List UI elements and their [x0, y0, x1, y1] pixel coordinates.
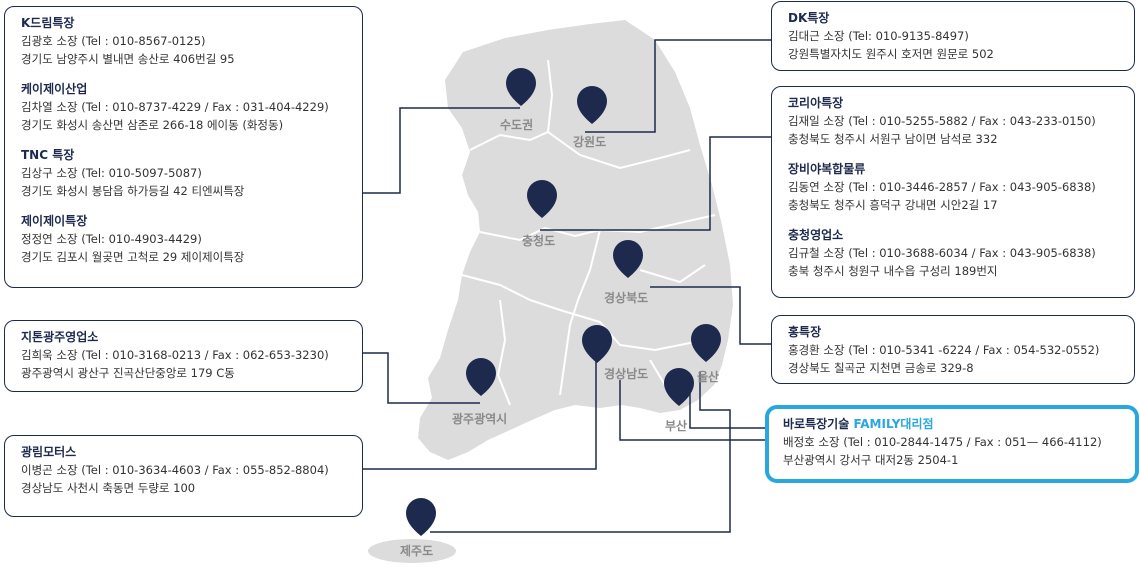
- region-label-gyeongnam: 경상남도: [604, 367, 649, 381]
- dealer-name: 장비야복합물류: [788, 162, 866, 176]
- region-label-jeju: 제주도: [400, 544, 434, 558]
- dealer-address: 광주광역시 광산구 진곡산단중앙로 179 C동: [21, 366, 235, 380]
- pin-icon: [577, 86, 607, 124]
- dealer-contact: 배정호 소장 (Tel : 010-2844-1475 / Fax : 051—…: [783, 435, 1102, 449]
- dealer-name: DK특장: [788, 11, 830, 25]
- dealer-card-gangwon: DK특장 김대근 소장 (Tel: 010-9135-8497) 강원특별자치도…: [771, 1, 1135, 71]
- dealer-name: 바로특장기술 FAMILY대리점: [783, 416, 1123, 433]
- dealer-contact: 김희욱 소장 (Tel : 010-3168-0213 / Fax : 062-…: [21, 348, 329, 362]
- dealer-address: 충북 청주시 청원구 내수읍 구성리 189번지: [788, 264, 998, 278]
- dealer-card-gyeongnam: 광림모터스 이병곤 소장 (Tel : 010-3634-4603 / Fax …: [4, 435, 363, 517]
- dealer-contact: 이병곤 소장 (Tel : 010-3634-4603 / Fax : 055-…: [21, 463, 329, 477]
- region-label-gangwon: 강원도: [573, 135, 607, 149]
- pin-icon: [613, 240, 643, 278]
- dealer-address: 충청북도 청주시 서원구 남이면 남석로 332: [788, 132, 998, 146]
- region-label-chungcheong: 충청도: [522, 234, 556, 248]
- dealer-contact: 김차열 소장 (Tel : 010-8737-4229 / Fax : 031-…: [21, 100, 329, 114]
- region-label-busan: 부산: [665, 419, 688, 433]
- dealer-name: 제이제이특장: [21, 214, 88, 228]
- dealer-name: 홍특장: [788, 325, 822, 339]
- region-label-gwangju: 광주광역시: [452, 412, 508, 426]
- dealer-address: 경기도 화성시 송산면 삼존로 266-18 에이동 (화정동): [21, 118, 284, 132]
- dealer-name: 광림모터스: [21, 445, 77, 459]
- dealer-contact: 김재일 소장 (Tel : 010-5255-5882 / Fax : 043-…: [788, 114, 1096, 128]
- dealer-entry: 홍특장 홍경환 소장 (Tel : 010-5341 -6224 / Fax :…: [788, 324, 1122, 377]
- dealer-name: K드림특장: [21, 16, 75, 30]
- dealer-address: 강원특별자치도 원주시 호저면 원문로 502: [788, 47, 994, 61]
- dealer-contact: 김상구 소장 (Tel: 010-5097-5087): [21, 166, 202, 180]
- dealer-entry: K드림특장 김광호 소장 (Tel : 010-8567-0125) 경기도 남…: [21, 15, 350, 68]
- dealer-entry: 광림모터스 이병곤 소장 (Tel : 010-3634-4603 / Fax …: [21, 444, 350, 497]
- dealer-contact: 김광호 소장 (Tel : 010-8567-0125): [21, 34, 206, 48]
- dealer-entry: TNC 특장 김상구 소장 (Tel: 010-5097-5087) 경기도 화…: [21, 147, 350, 200]
- jeju-shape: [368, 539, 456, 563]
- dealer-address: 경기도 남양주시 별내면 송산로 406번길 95: [21, 52, 235, 66]
- dealer-address: 충청북도 청주시 흥덕구 강내면 시안2길 17: [788, 198, 998, 212]
- dealer-name-text: 바로특장기술: [783, 417, 850, 431]
- dealer-contact: 홍경환 소장 (Tel : 010-5341 -6224 / Fax : 054…: [788, 343, 1100, 357]
- dealer-address: 경기도 김포시 월곶면 고척로 29 제이제이특장: [21, 250, 245, 264]
- dealer-contact: 김대근 소장 (Tel: 010-9135-8497): [788, 29, 969, 43]
- pin-icon: [691, 324, 721, 362]
- pin-icon: [527, 180, 557, 218]
- dealer-name: 충청영업소: [788, 228, 844, 242]
- connector-lines: [362, 39, 772, 533]
- dealer-card-chungcheong: 코리아특장 김재일 소장 (Tel : 010-5255-5882 / Fax …: [771, 86, 1135, 298]
- dealer-entry: 제이제이특장 정정연 소장 (Tel: 010-4903-4429) 경기도 김…: [21, 213, 350, 266]
- map-pins: [406, 68, 721, 536]
- dealer-entry: 코리아특장 김재일 소장 (Tel : 010-5255-5882 / Fax …: [788, 95, 1122, 148]
- family-dealer-tag: FAMILY대리점: [853, 417, 934, 431]
- dealer-address: 경기도 화성시 봉담읍 하가등길 42 티엔씨특장: [21, 184, 245, 198]
- dealer-entry: 장비야복합물류 김동연 소장 (Tel : 010-3446-2857 / Fa…: [788, 161, 1122, 214]
- dealer-address: 경상북도 칠곡군 지천면 금송로 329-8: [788, 361, 974, 375]
- dealer-entry: 바로특장기술 FAMILY대리점 배정호 소장 (Tel : 010-2844-…: [783, 416, 1123, 469]
- region-label-gyeongbuk: 경상북도: [604, 291, 649, 305]
- pin-icon: [466, 358, 496, 396]
- dealer-card-gyeongbuk: 홍특장 홍경환 소장 (Tel : 010-5341 -6224 / Fax :…: [771, 315, 1135, 384]
- dealer-name: TNC 특장: [21, 148, 75, 162]
- dealer-address: 부산광역시 강서구 대저2동 2504-1: [783, 453, 959, 467]
- region-label-sudogwon: 수도권: [500, 118, 534, 132]
- dealer-card-busan: 바로특장기술 FAMILY대리점 배정호 소장 (Tel : 010-2844-…: [765, 405, 1139, 483]
- dealer-name: 케이제이산업: [21, 82, 88, 96]
- pin-icon: [406, 498, 436, 536]
- dealer-entry: 충청영업소 김규철 소장 (Tel : 010-3688-6034 / Fax …: [788, 227, 1122, 280]
- region-label-ulsan: 울산: [697, 370, 720, 384]
- pin-icon: [664, 368, 694, 406]
- dealer-name: 지톤광주영업소: [21, 330, 99, 344]
- dealer-address: 경상남도 사천시 축동면 두량로 100: [21, 481, 196, 495]
- pin-icon: [582, 325, 612, 363]
- dealer-entry: DK특장 김대근 소장 (Tel: 010-9135-8497) 강원특별자치도…: [788, 10, 1122, 63]
- dealer-entry: 지톤광주영업소 김희욱 소장 (Tel : 010-3168-0213 / Fa…: [21, 329, 350, 382]
- dealer-contact: 정정연 소장 (Tel: 010-4903-4429): [21, 232, 202, 246]
- dealer-contact: 김규철 소장 (Tel : 010-3688-6034 / Fax : 043-…: [788, 246, 1096, 260]
- dealer-card-sudogwon: K드림특장 김광호 소장 (Tel : 010-8567-0125) 경기도 남…: [4, 6, 363, 288]
- dealer-contact: 김동연 소장 (Tel : 010-3446-2857 / Fax : 043-…: [788, 180, 1096, 194]
- dealer-entry: 케이제이산업 김차열 소장 (Tel : 010-8737-4229 / Fax…: [21, 81, 350, 134]
- dealer-card-gwangju: 지톤광주영업소 김희욱 소장 (Tel : 010-3168-0213 / Fa…: [4, 320, 363, 392]
- pin-icon: [506, 68, 536, 106]
- dealer-name: 코리아특장: [788, 96, 844, 110]
